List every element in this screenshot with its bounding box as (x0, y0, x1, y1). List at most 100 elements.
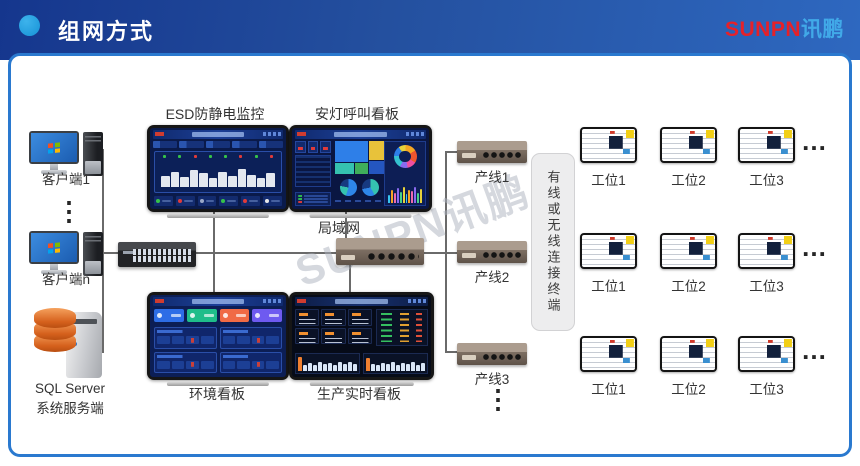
andon-right-panel (384, 141, 426, 206)
connection-line (102, 149, 104, 353)
logo-xunpeng: 讯鹏 (801, 18, 844, 41)
workstation-label: 工位1 (591, 173, 626, 188)
status-dots (163, 155, 273, 158)
client-n-label: 客户端n (41, 272, 90, 287)
clients-more-ellipsis: ⋮ (56, 196, 82, 226)
line-2-label: 产线2 (474, 270, 510, 285)
sql-server-icon (34, 305, 104, 380)
header-bar: 组网方式 SUNPN讯鹏 (0, 0, 860, 60)
connection-line (194, 252, 458, 254)
sop-screen (662, 235, 715, 267)
network-switch-icon (118, 242, 196, 267)
connection-line (213, 205, 215, 254)
workstation-tablet (660, 127, 717, 163)
workstation-tablet (660, 233, 717, 269)
client-pc-n-icon (29, 231, 103, 277)
terminal-connection-label: 有线或无线连接终端 (545, 170, 561, 314)
workstation-label: 工位1 (591, 382, 626, 397)
screen-header (295, 297, 428, 306)
board-esd-label: ESD防静电监控 (165, 106, 265, 122)
workstation-label: 工位2 (671, 173, 706, 188)
andon-left-panel (295, 141, 332, 206)
screen-header (153, 297, 283, 306)
status-table (376, 309, 428, 346)
monitor-esd (147, 125, 289, 212)
env-dashboard-screen (150, 295, 286, 377)
stat-cards (154, 309, 282, 322)
workstation-tablet (580, 233, 637, 269)
lan-router-icon (336, 238, 424, 265)
database-icon (34, 308, 76, 356)
workstation-tablet (580, 336, 637, 372)
pc-monitor-icon (29, 231, 79, 264)
row-more-ellipsis: … (801, 232, 827, 262)
board-env-label: 环境看板 (189, 386, 245, 402)
row-more-ellipsis: … (801, 126, 827, 156)
workstation-tablet (660, 336, 717, 372)
production-line-graphic (154, 151, 282, 193)
lines-more-ellipsis: ⋮ (485, 384, 511, 414)
bar-chart (295, 353, 360, 374)
pie-charts (335, 177, 384, 197)
workstation-tablet (738, 233, 795, 269)
logo-sunpn: SUNPN (724, 18, 801, 41)
line-1-router-icon (457, 141, 527, 163)
sop-screen (740, 235, 793, 267)
machine-blocks (161, 162, 275, 187)
board-andon-label: 安灯呼叫看板 (315, 106, 399, 122)
workstation-label: 工位3 (749, 279, 784, 294)
stat-cards (295, 141, 332, 153)
andon-center-panel (335, 141, 384, 206)
monitor-andon (289, 125, 432, 212)
row-more-ellipsis: … (801, 335, 827, 365)
pc-tower-icon (83, 232, 103, 276)
connection-line (345, 205, 347, 241)
esd-dashboard-screen (150, 128, 286, 209)
lan-label: 局域网 (318, 220, 360, 236)
accent-circle-icon (19, 15, 40, 36)
connection-line (445, 351, 458, 353)
line-3-label: 产线3 (474, 372, 510, 387)
sop-screen (740, 129, 793, 161)
line-2-router-icon (457, 241, 527, 263)
prod-dashboard-screen (292, 295, 431, 377)
legend-row (154, 196, 282, 206)
workstation-tablet (738, 336, 795, 372)
page-title: 组网方式 (58, 19, 155, 44)
terminal-connection-box: 有线或无线连接终端 (531, 153, 575, 331)
connection-line (213, 252, 215, 293)
server-name-label: SQL Server (34, 381, 106, 396)
bar-chart-row (295, 353, 428, 374)
windows-logo-icon (48, 141, 60, 154)
sop-screen (662, 338, 715, 370)
stats-row (153, 141, 284, 148)
connection-line (445, 151, 447, 353)
monitor-prod (289, 292, 434, 380)
workstation-label: 工位3 (749, 382, 784, 397)
screen-header (295, 130, 426, 139)
windows-logo-icon (48, 241, 60, 254)
workstation-label: 工位1 (591, 279, 626, 294)
sop-screen (662, 129, 715, 161)
workstation-label: 工位2 (671, 279, 706, 294)
brand-logo: SUNPN讯鹏 (725, 13, 844, 43)
bar-chart (388, 185, 423, 203)
line-1-label: 产线1 (474, 170, 510, 185)
bar-chart (363, 353, 428, 374)
sop-screen (582, 338, 635, 370)
switch-ports (133, 249, 191, 262)
screen-header (153, 130, 283, 139)
line-3-router-icon (457, 343, 527, 365)
treemap-chart (335, 141, 384, 174)
client-pc-1-icon (29, 131, 103, 177)
donut-chart (393, 145, 417, 168)
sop-screen (740, 338, 793, 370)
data-table (295, 155, 331, 187)
status-list (295, 192, 331, 206)
connection-line (95, 252, 120, 254)
sop-screen (582, 129, 635, 161)
board-prod-label: 生产实时看板 (317, 386, 401, 402)
client-1-label: 客户端1 (41, 172, 90, 187)
workstation-tablet (738, 127, 795, 163)
